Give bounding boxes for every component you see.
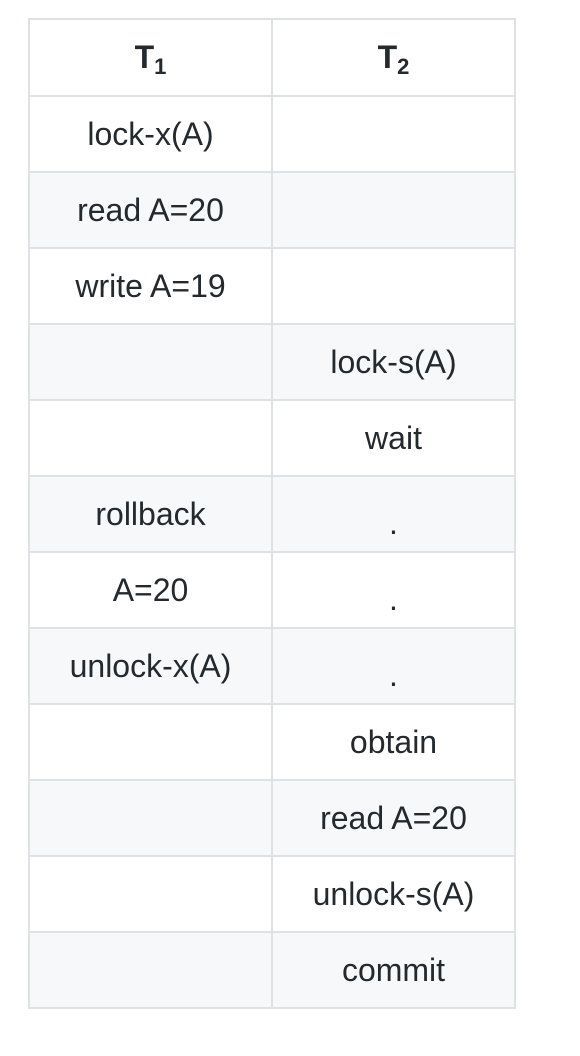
cell-t2 xyxy=(271,247,516,325)
header-t1-sub: 1 xyxy=(154,54,167,79)
table-row: lock-s(A) xyxy=(28,323,516,401)
table-row: rollback . xyxy=(28,475,516,553)
cell-t1: rollback xyxy=(28,475,273,553)
cell-t1: A=20 xyxy=(28,551,273,629)
table-row: A=20 . xyxy=(28,551,516,629)
table-row: write A=19 xyxy=(28,247,516,325)
cell-t2: . xyxy=(271,551,516,629)
table-header: T1 T2 xyxy=(28,18,516,97)
cell-t1: write A=19 xyxy=(28,247,273,325)
schedule-table-wrapper: T1 T2 lock-x(A) read A=20 write A=19 loc… xyxy=(28,18,516,1009)
cell-t1 xyxy=(28,855,273,933)
cell-t1 xyxy=(28,323,273,401)
cell-t1 xyxy=(28,399,273,477)
cell-t1: read A=20 xyxy=(28,171,273,249)
header-t1-main: T xyxy=(134,39,155,75)
header-row: T1 T2 xyxy=(28,18,516,97)
table-row: unlock-s(A) xyxy=(28,855,516,933)
transaction-schedule-table: T1 T2 lock-x(A) read A=20 write A=19 loc… xyxy=(28,18,516,1009)
cell-t2: . xyxy=(271,475,516,553)
header-t1: T1 xyxy=(28,18,273,97)
ellipsis-dot: . xyxy=(389,656,398,693)
table-row: obtain xyxy=(28,703,516,781)
cell-t2: obtain xyxy=(271,703,516,781)
ellipsis-dot: . xyxy=(389,580,398,617)
cell-t1 xyxy=(28,703,273,781)
cell-t2: read A=20 xyxy=(271,779,516,857)
table-body: lock-x(A) read A=20 write A=19 lock-s(A)… xyxy=(28,95,516,1009)
cell-t2 xyxy=(271,95,516,173)
table-row: lock-x(A) xyxy=(28,95,516,173)
table-row: wait xyxy=(28,399,516,477)
table-row: read A=20 xyxy=(28,779,516,857)
ellipsis-dot: . xyxy=(389,504,398,541)
cell-t2: unlock-s(A) xyxy=(271,855,516,933)
header-t2-sub: 2 xyxy=(397,54,410,79)
cell-t1 xyxy=(28,931,273,1009)
header-t2: T2 xyxy=(271,18,516,97)
cell-t2 xyxy=(271,171,516,249)
table-row: unlock-x(A) . xyxy=(28,627,516,705)
cell-t1: lock-x(A) xyxy=(28,95,273,173)
cell-t2: lock-s(A) xyxy=(271,323,516,401)
table-row: read A=20 xyxy=(28,171,516,249)
cell-t2: . xyxy=(271,627,516,705)
cell-t1 xyxy=(28,779,273,857)
cell-t2: commit xyxy=(271,931,516,1009)
table-row: commit xyxy=(28,931,516,1009)
cell-t1: unlock-x(A) xyxy=(28,627,273,705)
cell-t2: wait xyxy=(271,399,516,477)
header-t2-main: T xyxy=(377,39,398,75)
